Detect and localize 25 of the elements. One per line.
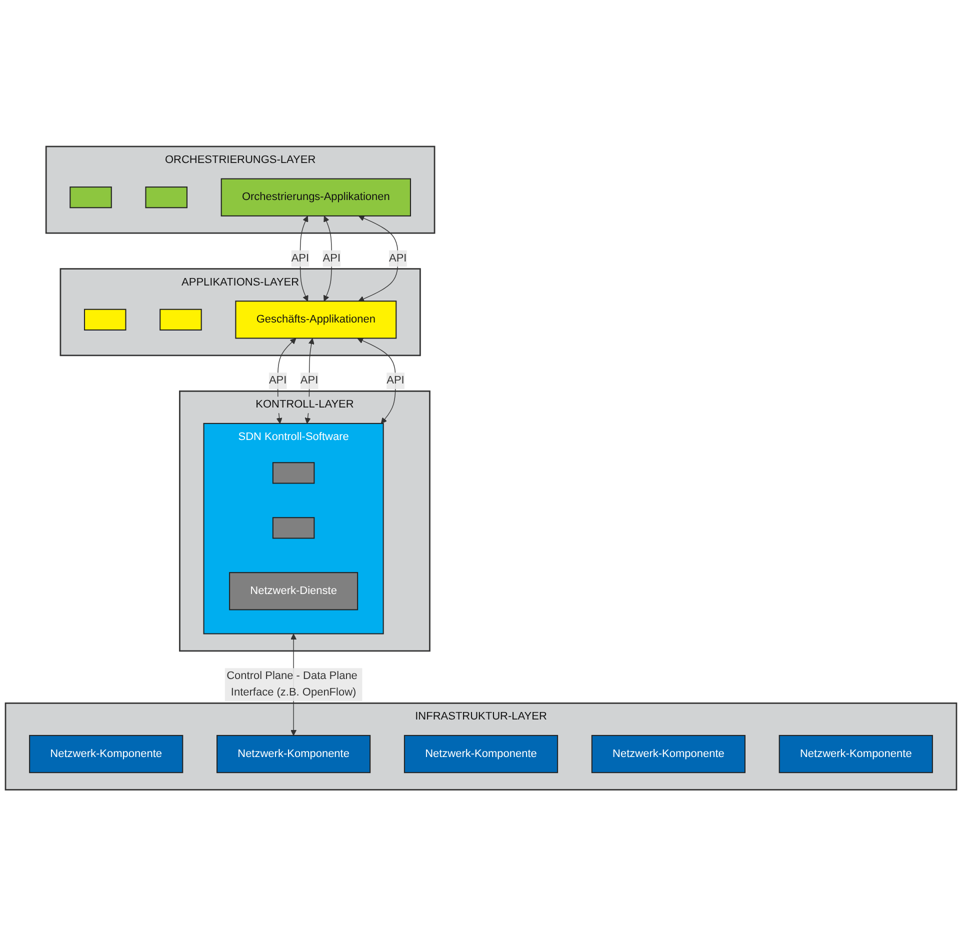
edge-label: API: [322, 252, 341, 264]
node-box: [84, 308, 126, 330]
edge-label: API: [389, 252, 407, 264]
node-box: Netzwerk-Komponente: [216, 734, 371, 773]
node-box: [272, 462, 315, 484]
edge-label: API: [268, 374, 287, 386]
node-box: [145, 186, 188, 208]
node-box: [272, 516, 315, 539]
node-box: Geschäfts-Applikationen: [235, 300, 397, 339]
node-box: Netzwerk-Dienste: [229, 572, 358, 610]
arrow: [358, 215, 398, 302]
node-box: Netzwerk-Komponente: [591, 734, 746, 773]
node-box: Netzwerk-Komponente: [29, 734, 184, 773]
arrow: [357, 338, 396, 424]
node-box: Orchestrierungs-Applikationen: [220, 178, 411, 216]
edge-label: API: [300, 374, 318, 386]
edge-label: API: [291, 252, 310, 264]
arrow: [324, 216, 332, 302]
arrow: [300, 216, 308, 302]
edge-label: API: [386, 374, 404, 386]
node-box: Netzwerk-Komponente: [404, 734, 558, 773]
node-box: Netzwerk-Komponente: [778, 734, 933, 773]
node-box: [70, 186, 112, 208]
node-box: [160, 308, 202, 330]
edge-label: Control Plane - Data Plane Interface (z.B. OpenFlow): [226, 670, 358, 698]
